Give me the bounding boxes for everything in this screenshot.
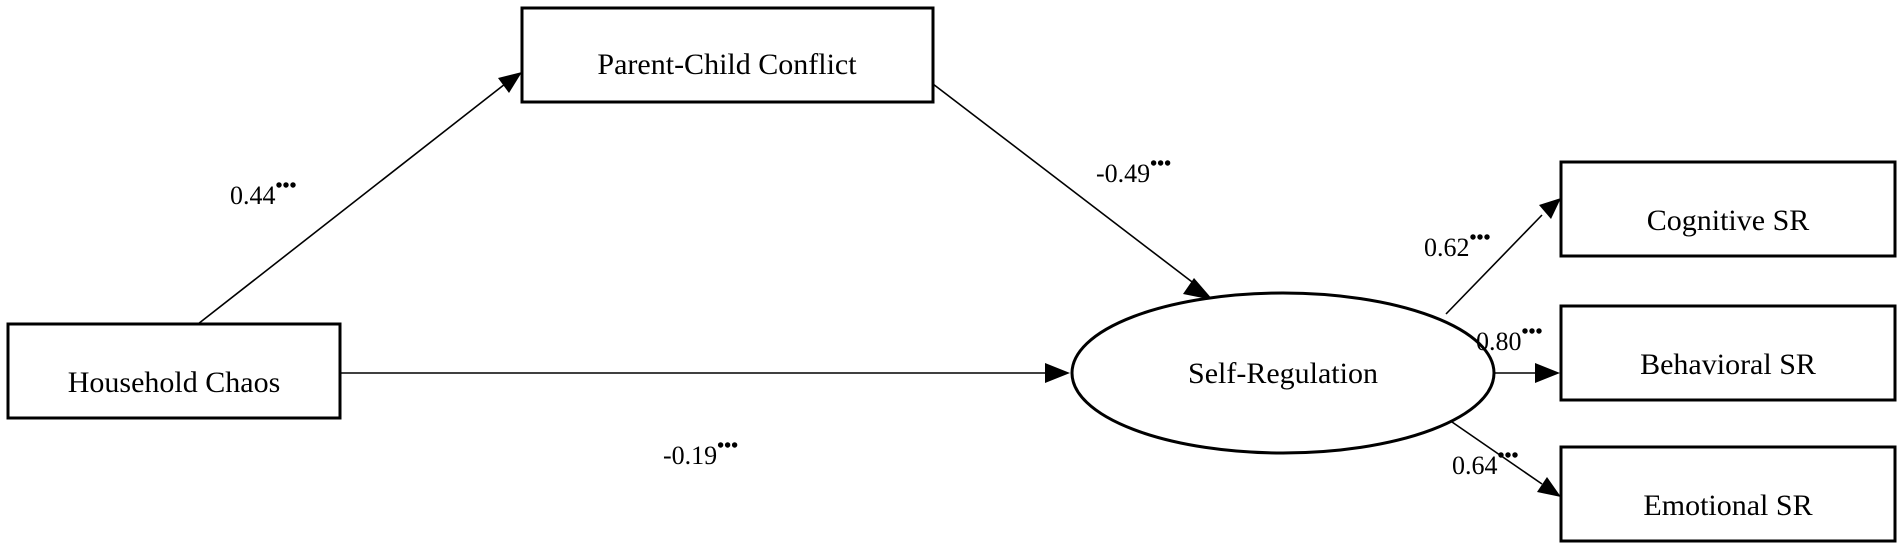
edge-selfreg-to-cognitive: [1445, 214, 1543, 315]
coef-selfreg-to-emotional-value: 0.64: [1452, 451, 1498, 480]
coef-chaos-to-selfreg-value: -0.19: [663, 441, 717, 470]
coef-selfreg-to-cognitive: 0.62•••: [1424, 227, 1491, 262]
node-cognitive-sr: Cognitive SR: [1559, 160, 1897, 258]
node-behavioral-sr-label: Behavioral SR: [1640, 348, 1816, 381]
coef-conflict-to-selfreg-value: -0.49: [1096, 159, 1150, 188]
node-behavioral-sr: Behavioral SR: [1559, 304, 1897, 402]
arrowhead-chaos-to-conflict: [498, 72, 522, 93]
coef-selfreg-to-cognitive-value: 0.62: [1424, 233, 1470, 262]
node-household-chaos: Household Chaos: [6, 322, 342, 420]
node-self-regulation: Self-Regulation: [1070, 291, 1496, 455]
edge-conflict-to-selfreg: [932, 83, 1201, 289]
arrowhead-conflict-to-selfreg: [1183, 278, 1213, 300]
node-cognitive-sr-label: Cognitive SR: [1647, 204, 1810, 237]
arrowhead-chaos-to-selfreg: [1045, 363, 1070, 383]
coef-conflict-to-selfreg-sig: •••: [1150, 153, 1171, 175]
coef-selfreg-to-behavioral-value: 0.80: [1476, 327, 1522, 356]
node-parent-child-conflict-label: Parent-Child Conflict: [597, 48, 857, 81]
node-self-regulation-label: Self-Regulation: [1188, 357, 1378, 390]
coef-selfreg-to-cognitive-sig: •••: [1470, 227, 1491, 249]
coef-selfreg-to-emotional: 0.64•••: [1452, 445, 1519, 480]
arrowhead-selfreg-to-emotional: [1537, 477, 1561, 497]
edge-chaos-to-conflict: [197, 83, 506, 325]
node-emotional-sr: Emotional SR: [1559, 445, 1897, 543]
coef-selfreg-to-behavioral: 0.80•••: [1476, 321, 1543, 356]
node-emotional-sr-label: Emotional SR: [1643, 489, 1812, 522]
coef-chaos-to-conflict-value: 0.44: [230, 181, 276, 210]
coef-conflict-to-selfreg: -0.49•••: [1096, 153, 1171, 188]
coef-selfreg-to-behavioral-sig: •••: [1522, 321, 1543, 343]
coef-selfreg-to-emotional-sig: •••: [1498, 445, 1519, 467]
node-household-chaos-label: Household Chaos: [68, 366, 281, 399]
arrowhead-selfreg-to-behavioral: [1535, 363, 1560, 383]
node-parent-child-conflict: Parent-Child Conflict: [520, 6, 935, 104]
edge-selfreg-to-emotional: [1451, 421, 1543, 485]
coef-chaos-to-selfreg-sig: •••: [717, 435, 738, 457]
coef-chaos-to-conflict-sig: •••: [276, 175, 297, 197]
arrowhead-selfreg-to-cognitive: [1539, 198, 1561, 219]
coef-chaos-to-selfreg: -0.19•••: [663, 435, 738, 470]
coef-chaos-to-conflict: 0.44•••: [230, 175, 297, 210]
